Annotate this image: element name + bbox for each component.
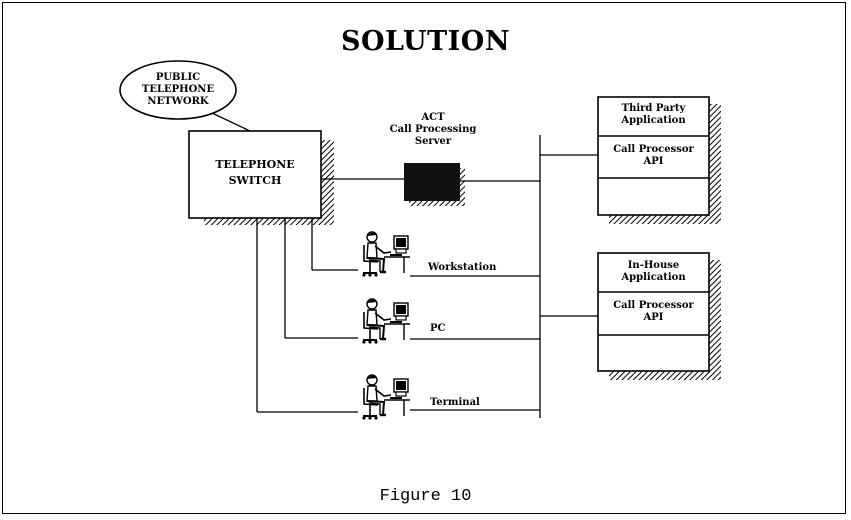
pc-label: PC <box>430 323 445 335</box>
workstation-label: Workstation <box>428 262 496 274</box>
app2-api-label: Call Processor API <box>598 300 709 324</box>
app1-api-label: Call Processor API <box>598 144 709 168</box>
server-label: ACT Call Processing Server <box>368 112 498 148</box>
workstation-user-icon <box>362 232 410 277</box>
network-switch-link <box>212 113 250 131</box>
app1-title: Third Party Application <box>598 103 709 127</box>
terminal-user-icon <box>362 375 410 420</box>
switch-label: TELEPHONE SWITCH <box>189 157 321 189</box>
terminal-label: Terminal <box>430 397 480 409</box>
server-block <box>404 163 460 201</box>
app2-title: In-House Application <box>598 260 709 284</box>
pc-user-icon <box>362 299 410 344</box>
network-label: PUBLIC TELEPHONE NETWORK <box>130 72 226 108</box>
figure-caption: Figure 10 <box>0 487 851 506</box>
